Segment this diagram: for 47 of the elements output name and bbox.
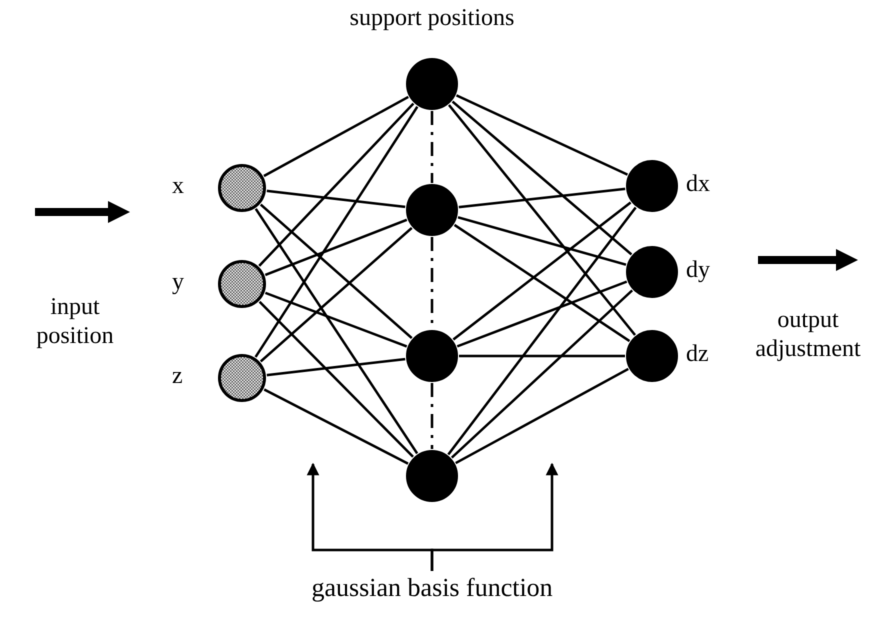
input-neuron (218, 354, 266, 402)
connection-line (447, 206, 637, 456)
output-neuron (626, 246, 678, 298)
variable-label: dy (686, 257, 710, 284)
hidden-neuron (406, 330, 458, 382)
connection-line (458, 188, 626, 208)
variable-label: x (172, 173, 184, 200)
connection-line (254, 208, 418, 454)
connection-line (456, 94, 628, 176)
output-neuron (626, 330, 678, 382)
connection-line (456, 280, 628, 348)
bracket-arrow (430, 462, 558, 571)
connection-line (260, 226, 413, 362)
connection-line (264, 292, 408, 348)
connection-line (258, 102, 414, 267)
connection-line (254, 106, 418, 358)
dash-dot-line (430, 111, 434, 183)
hidden-neuron (406, 58, 458, 110)
output-neuron (626, 160, 678, 212)
input-neuron (218, 260, 266, 308)
connection-line (455, 368, 629, 464)
section-heading: support positions (348, 4, 516, 32)
connection-line (266, 190, 406, 208)
connection-line (458, 216, 626, 266)
connection-line (452, 202, 632, 340)
connection-line (264, 218, 408, 276)
variable-label: y (172, 269, 184, 296)
connection-line (452, 100, 632, 256)
output-label: output adjustment (754, 306, 862, 364)
connection-line (260, 204, 413, 340)
input-neuron (218, 164, 266, 212)
variable-label: z (172, 363, 183, 390)
hidden-neuron (406, 450, 458, 502)
connection-line (258, 300, 414, 458)
variable-label: dz (686, 341, 709, 368)
connection-line (263, 96, 409, 178)
input-label: input position (35, 293, 115, 351)
variable-label: dx (686, 171, 710, 198)
connection-line (448, 104, 636, 336)
dash-dot-line (430, 383, 434, 449)
hidden-neuron (406, 184, 458, 236)
connection-line (454, 224, 630, 342)
connection-line (264, 388, 409, 465)
connection-line (266, 358, 406, 376)
connection-line (459, 354, 625, 358)
caption-text: gaussian basis function (312, 573, 553, 603)
connection-line (450, 289, 634, 459)
